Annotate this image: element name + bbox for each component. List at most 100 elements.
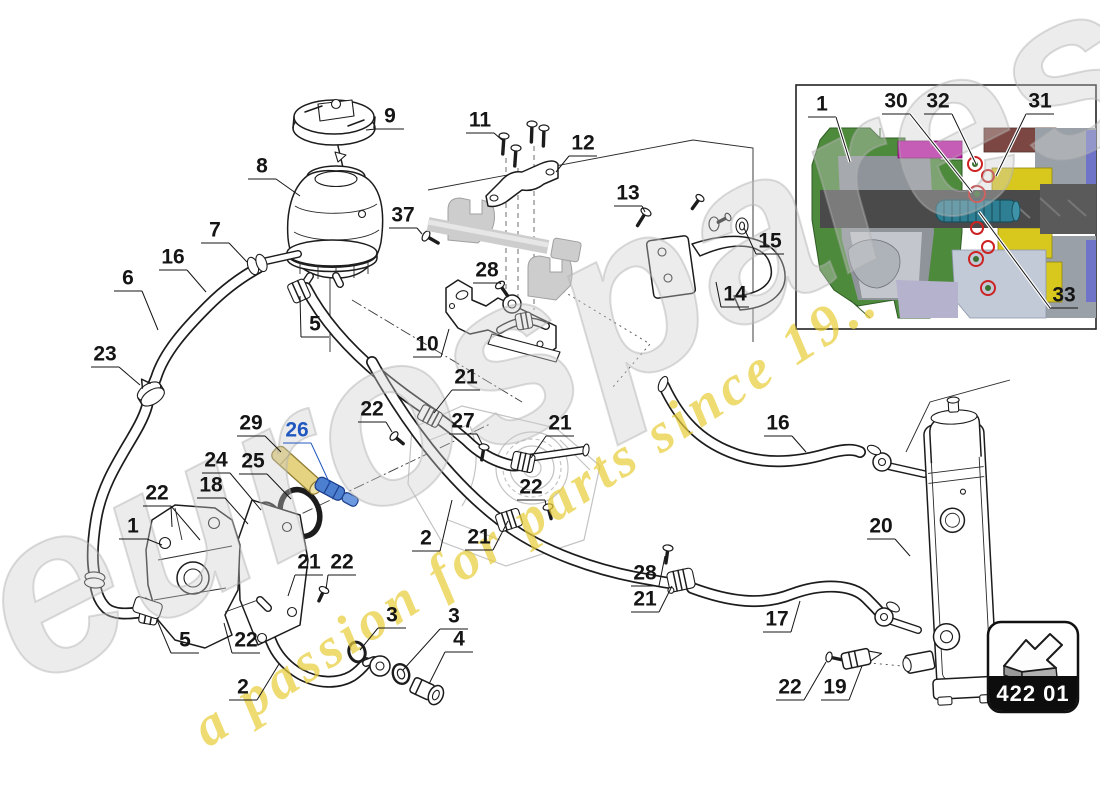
callout-28[interactable]: 28 (473, 259, 502, 285)
part-code-badge[interactable]: 422 01 (986, 620, 1080, 714)
callout-10[interactable]: 10 (413, 328, 450, 358)
callout-number-2[interactable]: 2 (420, 527, 432, 550)
callout-number-28[interactable]: 28 (633, 562, 657, 585)
callout-number-4[interactable]: 4 (453, 628, 465, 651)
callout-1[interactable]: 1 (119, 515, 163, 546)
callout-number-20[interactable]: 20 (869, 515, 892, 538)
callout-number-5[interactable]: 5 (309, 313, 321, 336)
callout-number-32[interactable]: 32 (926, 90, 949, 113)
callout-number-21[interactable]: 21 (548, 412, 572, 435)
callout-22[interactable]: 22 (143, 482, 201, 541)
callout-3[interactable]: 3 (359, 604, 406, 651)
callout-number-21[interactable]: 21 (467, 526, 491, 549)
callout-11[interactable]: 11 (466, 109, 503, 141)
callout-number-22[interactable]: 22 (360, 398, 383, 421)
callout-29[interactable]: 29 (237, 412, 282, 453)
callout-22[interactable]: 22 (223, 622, 260, 654)
callout-number-7[interactable]: 7 (209, 219, 221, 242)
callout-9[interactable]: 9 (365, 105, 404, 131)
callout-number-1[interactable]: 1 (816, 93, 828, 116)
callout-5[interactable]: 5 (156, 619, 199, 654)
callout-number-16[interactable]: 16 (161, 246, 184, 269)
callout-number-22[interactable]: 22 (778, 676, 801, 699)
callout-number-24[interactable]: 24 (204, 449, 228, 472)
callout-13[interactable]: 13 (614, 182, 646, 213)
callout-number-33[interactable]: 33 (1052, 284, 1075, 307)
callout-number-10[interactable]: 10 (415, 333, 438, 356)
callout-7[interactable]: 7 (201, 219, 248, 263)
callout-23[interactable]: 23 (91, 343, 141, 386)
callout-16[interactable]: 16 (764, 412, 807, 453)
callout-21[interactable]: 21 (530, 412, 574, 459)
callout-2[interactable]: 2 (412, 499, 453, 552)
callout-number-26[interactable]: 26 (285, 419, 308, 442)
callout-6[interactable]: 6 (114, 267, 159, 331)
callout-number-22[interactable]: 22 (330, 551, 353, 574)
callout-14[interactable]: 14 (715, 281, 749, 308)
callout-number-15[interactable]: 15 (758, 230, 782, 253)
callout-number-3[interactable]: 3 (386, 604, 398, 627)
callout-8[interactable]: 8 (248, 155, 301, 197)
callout-5[interactable]: 5 (299, 295, 329, 338)
callout-21[interactable]: 21 (631, 585, 673, 613)
callout-17[interactable]: 17 (763, 600, 801, 633)
callout-number-19[interactable]: 19 (823, 676, 846, 699)
callout-16[interactable]: 16 (159, 246, 207, 293)
callout-22[interactable]: 22 (358, 398, 393, 433)
callout-21[interactable]: 21 (465, 520, 509, 551)
callout-number-6[interactable]: 6 (122, 267, 134, 290)
callout-number-13[interactable]: 13 (616, 182, 639, 205)
callout-number-16[interactable]: 16 (766, 412, 789, 435)
callout-21[interactable]: 21 (433, 366, 480, 414)
callout-number-17[interactable]: 17 (765, 608, 788, 631)
callout-19[interactable]: 19 (821, 665, 863, 701)
callout-number-11[interactable]: 11 (469, 109, 492, 132)
callout-25[interactable]: 25 (239, 450, 292, 500)
callout-3[interactable]: 3 (402, 605, 468, 671)
callout-15[interactable]: 15 (743, 227, 784, 255)
callout-number-21[interactable]: 21 (633, 588, 657, 611)
callout-1[interactable]: 1 (808, 93, 852, 163)
callout-number-3[interactable]: 3 (448, 605, 460, 628)
callout-number-22[interactable]: 22 (519, 476, 542, 499)
callout-33[interactable]: 33 (977, 210, 1078, 310)
callout-number-18[interactable]: 18 (199, 474, 223, 497)
callout-12[interactable]: 12 (555, 132, 597, 173)
callout-number-21[interactable]: 21 (297, 551, 321, 574)
callout-27[interactable]: 27 (449, 410, 483, 445)
callout-number-30[interactable]: 30 (884, 90, 907, 113)
callout-number-23[interactable]: 23 (93, 343, 116, 366)
callout-number-1[interactable]: 1 (127, 515, 139, 538)
callout-20[interactable]: 20 (867, 515, 911, 557)
callout-37[interactable]: 37 (389, 204, 423, 235)
callout-number-5[interactable]: 5 (179, 629, 191, 652)
callout-number-31[interactable]: 31 (1028, 90, 1052, 113)
callout-number-27[interactable]: 27 (451, 410, 474, 433)
callout-number-14[interactable]: 14 (723, 283, 747, 306)
callout-28[interactable]: 28 (631, 555, 666, 587)
callout-number-9[interactable]: 9 (384, 105, 396, 128)
callout-31[interactable]: 31 (994, 90, 1054, 177)
callout-number-29[interactable]: 29 (239, 412, 262, 435)
callout-22[interactable]: 22 (325, 551, 356, 590)
leader-line (848, 665, 863, 701)
callout-21[interactable]: 21 (287, 551, 323, 597)
callout-number-22[interactable]: 22 (234, 629, 257, 652)
callout-22[interactable]: 22 (776, 661, 827, 701)
callout-22[interactable]: 22 (517, 476, 547, 506)
callout-number-37[interactable]: 37 (391, 204, 414, 227)
callout-number-2[interactable]: 2 (237, 676, 249, 699)
callout-18[interactable]: 18 (197, 474, 249, 525)
callout-number-8[interactable]: 8 (256, 155, 268, 178)
callout-32[interactable]: 32 (924, 90, 978, 165)
callout-30[interactable]: 30 (882, 90, 974, 194)
callout-2[interactable]: 2 (229, 663, 280, 701)
callout-4[interactable]: 4 (428, 628, 473, 685)
callout-number-22[interactable]: 22 (145, 482, 168, 505)
callout-number-12[interactable]: 12 (571, 132, 594, 155)
callout-number-21[interactable]: 21 (454, 366, 478, 389)
callout-24[interactable]: 24 (202, 449, 262, 511)
callout-number-25[interactable]: 25 (241, 450, 265, 473)
callout-number-28[interactable]: 28 (475, 259, 499, 282)
callout-26[interactable]: 26 (283, 419, 331, 485)
